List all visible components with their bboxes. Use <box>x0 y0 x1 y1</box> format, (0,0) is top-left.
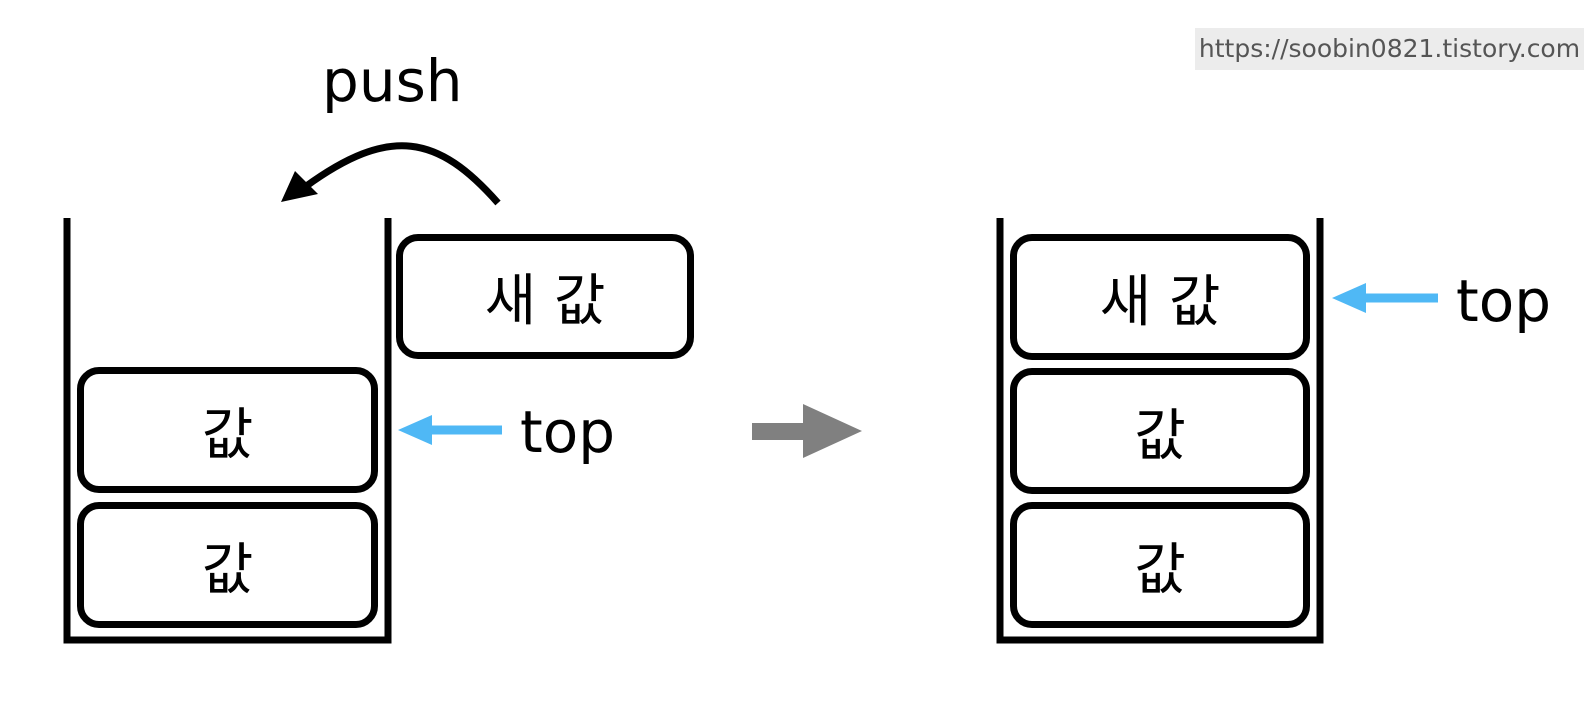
stack-item-label: 새 값 <box>1099 269 1221 335</box>
stack-item-label: 값 <box>201 402 254 468</box>
push-arrow-head <box>281 171 318 202</box>
top-arrow-before-head <box>398 415 432 445</box>
watermark: https://soobin0821.tistory.com <box>1195 28 1584 70</box>
stack-item-after-2: 값 <box>1010 368 1310 494</box>
stack-container-after <box>996 218 1324 644</box>
push-arrow-curve <box>302 142 501 206</box>
new-value-label: 새 값 <box>484 269 606 334</box>
transition-arrow-head <box>803 404 862 458</box>
top-label-before: top <box>520 398 616 466</box>
top-arrow-after-head <box>1332 283 1366 313</box>
stack-item-after-1: 새 값 <box>1010 234 1310 360</box>
stack-item-before-1: 값 <box>77 367 378 493</box>
stack-item-label: 값 <box>1134 403 1186 469</box>
stack-item-before-2: 값 <box>77 502 378 628</box>
stack-item-label: 값 <box>201 537 254 603</box>
top-label-after: top <box>1456 267 1552 335</box>
push-label: push <box>322 47 463 115</box>
stack-item-label: 값 <box>1134 537 1186 603</box>
new-value-box: 새 값 <box>396 234 694 359</box>
stack-container-before <box>63 218 392 644</box>
stack-item-after-3: 값 <box>1010 502 1310 628</box>
transition-arrow-shaft <box>752 423 804 440</box>
